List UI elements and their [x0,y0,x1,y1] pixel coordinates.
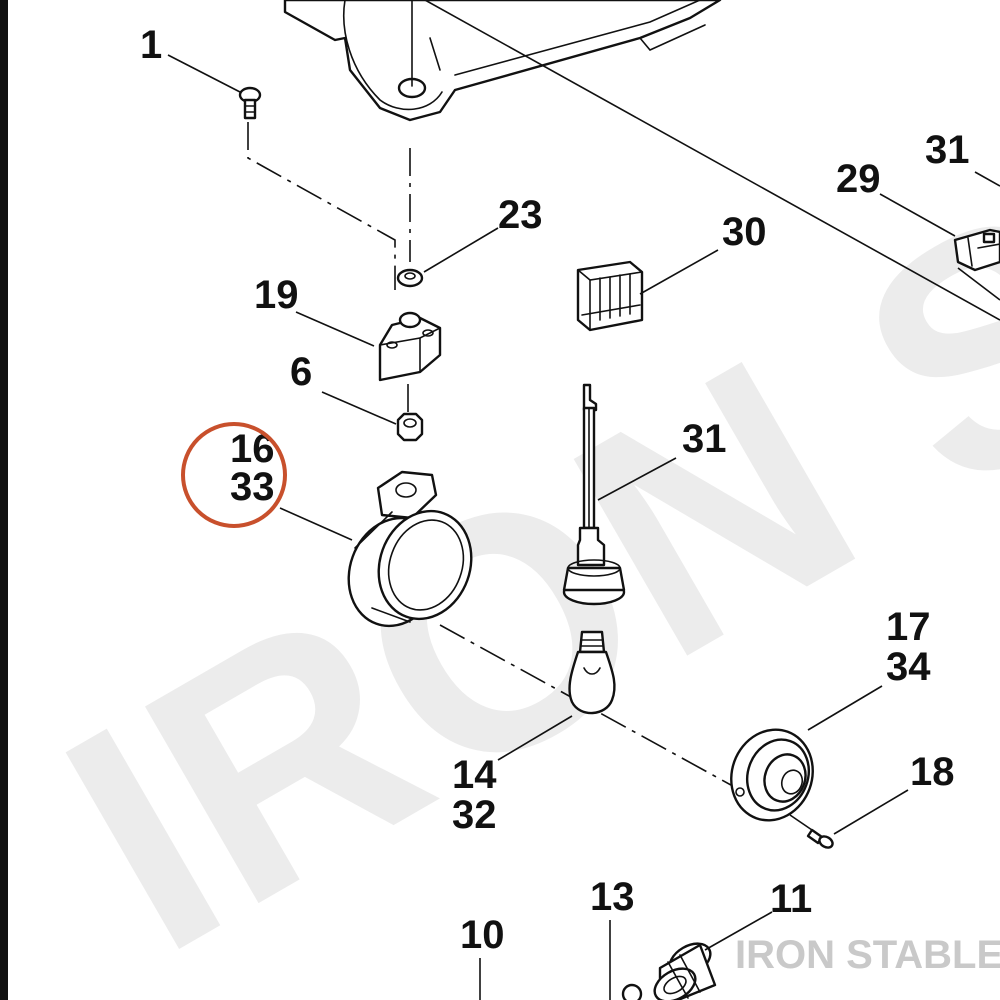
housing-part-16-33 [347,470,473,628]
callout-19: 19 [254,273,299,317]
grommet-part-11 [653,942,717,1000]
leader-6 [321,391,397,425]
leader-18 [833,789,909,835]
assembly-axis [439,624,741,791]
wire-to-plug [957,267,1000,301]
leader-23 [423,227,499,273]
callout-30: 30 [722,210,767,254]
bulb-part-14-32 [568,630,616,715]
callout-1: 1 [140,23,162,67]
leader-19 [295,311,375,347]
callout-11: 11 [770,877,812,921]
callout-29: 29 [836,157,881,201]
callout-13: 13 [590,875,635,919]
plug-part-29 [953,228,1000,272]
brand-watermark: IRON STABLE [735,933,1000,977]
assembly-path-screw [247,122,396,290]
lens-part-17-34 [730,728,814,822]
callout-10: 10 [460,913,505,957]
washer-part-23 [396,268,424,288]
screw-part-18 [789,814,834,849]
callout-23: 23 [498,193,543,237]
callout-17: 17 [886,605,931,649]
watermark-text: IRON STABLE [11,0,1000,1000]
frame-bracket [283,0,722,122]
socket-part-31 [562,383,626,606]
screw-part-1 [238,86,262,120]
callout-18: 18 [910,750,955,794]
highlight-circle [181,422,287,528]
callout-33: 33 [230,465,275,509]
callout-31-mid: 31 [682,417,727,461]
ball-part-13 [621,983,643,1000]
callout-31-top: 31 [925,128,970,172]
callout-34: 34 [886,645,931,689]
leader-31-mid [597,457,677,501]
frame-edge-line [424,0,1000,321]
nut-part-6 [396,412,424,442]
leader-14-32 [497,715,573,761]
callout-32: 32 [452,793,497,837]
left-border [0,0,8,1000]
standoff-part-19 [378,311,442,382]
leader-30 [639,249,719,295]
leader-1 [167,54,241,93]
callout-14: 14 [452,753,497,797]
leader-31-top [974,171,1000,187]
leader-17-34 [807,685,883,731]
callout-6: 6 [290,350,312,394]
leader-29 [879,193,956,237]
connector-part-30 [576,260,644,332]
leader-16-33 [279,507,353,541]
leader-11 [704,911,773,951]
